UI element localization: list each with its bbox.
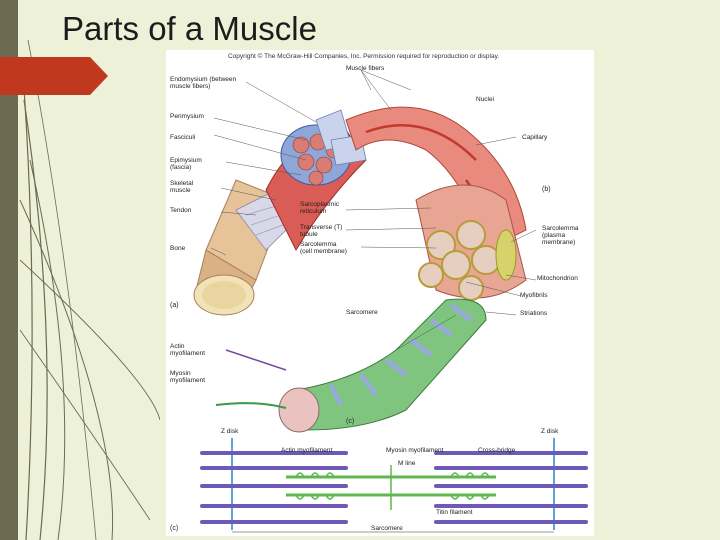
- label-nuclei: Nuclei: [476, 96, 495, 103]
- decorative-lines: [19, 39, 160, 540]
- label-bone: Bone: [170, 245, 186, 252]
- label-sarcomere-top: Sarcomere: [346, 309, 378, 316]
- label-m-line: M line: [398, 460, 416, 467]
- copyright-notice: Copyright © The McGraw-Hill Companies, I…: [228, 53, 500, 60]
- panel-label-c-top: (c): [346, 418, 355, 425]
- label-skeletal-muscle: Skeletal muscle: [170, 180, 194, 195]
- label-myosin: Myosin myofilament: [170, 370, 206, 385]
- label-sarcoplasmic-reticulum: Sarcoplasmic reticulum: [300, 201, 340, 216]
- slide-title: Parts of a Muscle: [62, 10, 317, 47]
- label-actin: Actin myofilament: [170, 343, 206, 358]
- label-myofibrils: Myofibrils: [520, 292, 548, 299]
- label-epimysium: Epimysium (fascia): [170, 157, 202, 172]
- label-muscle-fibers: Muscle fibers: [346, 65, 385, 72]
- label-sarcomere-bottom: Sarcomere: [371, 525, 403, 532]
- left-decorative-bar: [0, 0, 18, 540]
- panel-label-a: (a): [170, 302, 179, 309]
- label-sarcolemma-plasma: Sarcolemma (plasma membrane): [542, 225, 579, 247]
- label-actin-bottom: Actin myofilament: [281, 447, 333, 454]
- panel-label-c-bottom: (c): [170, 525, 179, 532]
- title-accent-tab: [0, 57, 108, 95]
- label-t-tubule: Transverse (T) tubule: [300, 224, 343, 239]
- label-fasciculi: Fasciculi: [170, 134, 196, 141]
- label-titin: Titin filament: [436, 509, 473, 516]
- label-mitochondrion: Mitochondrion: [537, 275, 578, 282]
- label-z-disk-left: Z disk: [221, 428, 239, 435]
- panel-label-b: (b): [542, 186, 551, 193]
- label-capillary: Capillary: [522, 134, 548, 141]
- muscle-anatomy-figure: Copyright © The McGraw-Hill Companies, I…: [166, 50, 594, 536]
- label-perimysium: Perimysium: [170, 113, 204, 120]
- label-cross-bridge: Cross-bridge: [478, 447, 516, 454]
- muscle-anatomy-illustration: [193, 69, 588, 533]
- label-myosin-bottom: Myosin myofilament: [386, 447, 444, 454]
- label-endomysium: Endomysium (between muscle fibers): [170, 76, 237, 91]
- label-tendon: Tendon: [170, 207, 192, 214]
- label-striations: Striations: [520, 310, 548, 317]
- label-sarcolemma-cell: Sarcolemma (cell membrane): [300, 241, 347, 256]
- sarcomere-detail: [200, 438, 588, 533]
- label-z-disk-right: Z disk: [541, 428, 559, 435]
